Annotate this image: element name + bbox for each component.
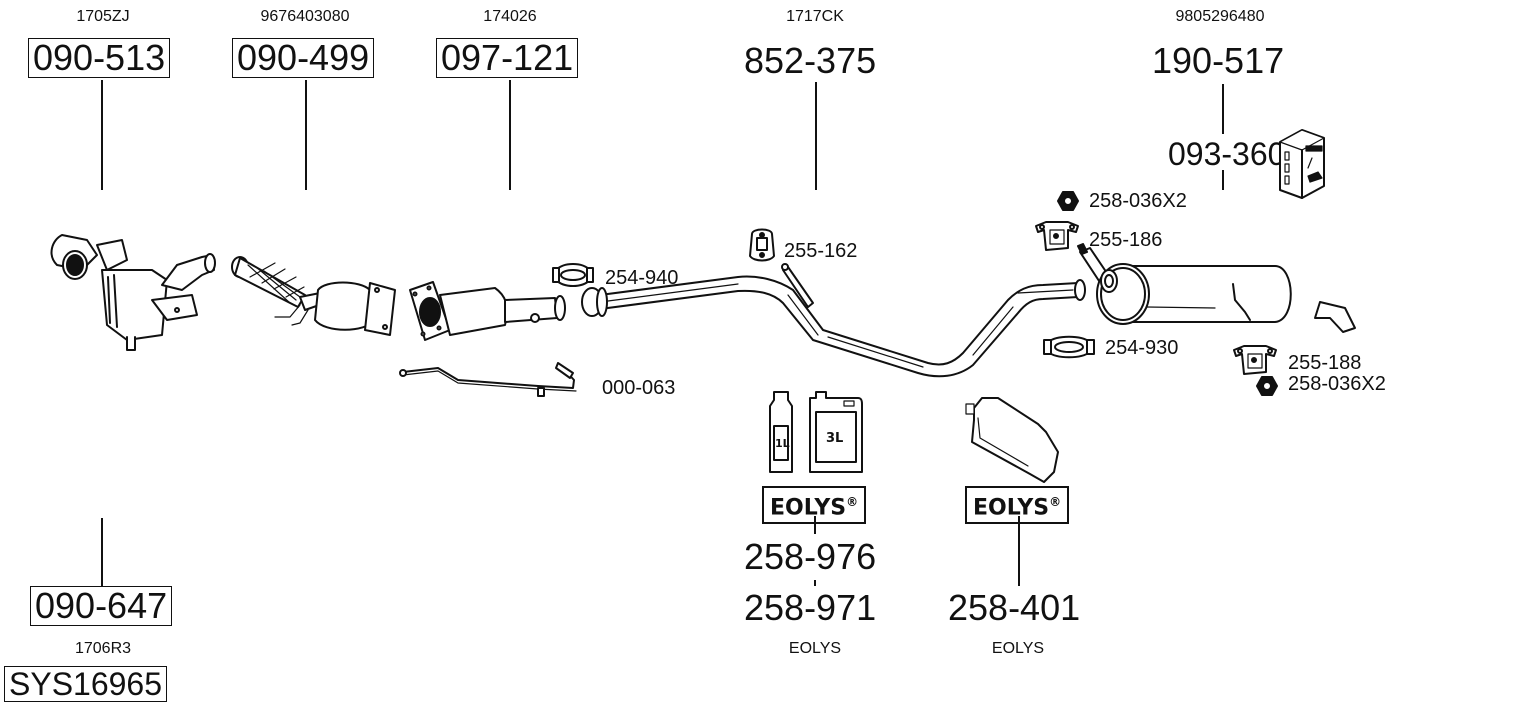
rear-silencer-icon[interactable] — [1075, 240, 1356, 340]
leader-line — [101, 518, 103, 586]
part-label-000-063[interactable]: 000-063 — [602, 377, 676, 399]
oem-ref-9676403080: 9676403080 — [260, 8, 350, 25]
converter-pipe-icon[interactable] — [405, 280, 575, 350]
particulate-filter-icon[interactable] — [42, 225, 222, 355]
clamp-icon[interactable] — [552, 262, 594, 288]
part-number-258-401[interactable]: 258-401 — [948, 587, 1081, 628]
leader-line — [1222, 170, 1224, 190]
registered-mark: ® — [1049, 495, 1062, 509]
svg-text:1L: 1L — [775, 437, 790, 450]
bracket-hanger-icon[interactable] — [1034, 218, 1080, 254]
leader-line — [814, 516, 816, 534]
pressure-pipe-icon[interactable] — [398, 358, 598, 408]
rubber-hanger-icon[interactable] — [748, 228, 776, 262]
svg-text:3L: 3L — [826, 431, 843, 446]
leader-line — [1018, 516, 1020, 586]
part-label-254-930[interactable]: 254-930 — [1105, 337, 1179, 359]
eolys-caption: EOLYS — [788, 640, 842, 657]
part-number-190-517[interactable]: 190-517 — [1152, 40, 1285, 81]
part-number-852-375[interactable]: 852-375 — [744, 40, 877, 81]
eolys-caption: EOLYS — [991, 640, 1045, 657]
part-number-090-513[interactable]: 090-513 — [28, 38, 171, 78]
leader-line — [101, 80, 103, 190]
nut-icon[interactable] — [1057, 191, 1079, 211]
eolys-brand-text: EOLYS — [973, 495, 1050, 521]
part-label-258-036x2[interactable]: 258-036X2 — [1288, 373, 1386, 395]
part-number-090-647[interactable]: 090-647 — [30, 586, 173, 626]
system-code: SYS16965 — [4, 666, 168, 702]
additive-bottles-icon[interactable]: 1L 3L — [764, 390, 864, 476]
part-label-254-940[interactable]: 254-940 — [605, 267, 679, 289]
part-number-258-976[interactable]: 258-976 — [744, 536, 877, 577]
registered-mark: ® — [846, 495, 859, 509]
additive-tank-icon[interactable] — [962, 392, 1062, 484]
part-number-093-360[interactable]: 093-360 — [1168, 136, 1286, 172]
eolys-brand-label: EOLYS® — [965, 486, 1070, 525]
mounting-kit-box-icon — [1279, 129, 1325, 199]
oem-ref-1706r3: 1706R3 — [74, 640, 132, 657]
oem-ref-1705zj: 1705ZJ — [76, 8, 130, 25]
leader-line — [305, 80, 307, 190]
oem-ref-9805296480: 9805296480 — [1175, 8, 1265, 25]
nut-icon[interactable] — [1256, 376, 1278, 396]
oem-ref-174026: 174026 — [483, 8, 537, 25]
eolys-brand-text: EOLYS — [770, 495, 847, 521]
leader-line — [509, 80, 511, 190]
oem-ref-1717ck: 1717CK — [786, 8, 844, 25]
catalytic-converter-icon[interactable] — [230, 255, 400, 345]
part-label-258-036x2[interactable]: 258-036X2 — [1089, 190, 1187, 212]
part-label-255-186[interactable]: 255-186 — [1089, 229, 1163, 251]
part-number-090-499[interactable]: 090-499 — [232, 38, 375, 78]
middle-pipe-icon[interactable] — [578, 255, 1088, 378]
part-label-255-188[interactable]: 255-188 — [1288, 352, 1362, 374]
clamp-icon[interactable] — [1043, 335, 1095, 359]
leader-line — [815, 82, 817, 190]
leader-line — [814, 580, 816, 586]
part-number-258-971[interactable]: 258-971 — [744, 587, 877, 628]
bracket-hanger-icon[interactable] — [1232, 342, 1278, 378]
part-label-255-162[interactable]: 255-162 — [784, 240, 858, 262]
part-number-097-121[interactable]: 097-121 — [436, 38, 579, 78]
leader-line — [1222, 84, 1224, 134]
